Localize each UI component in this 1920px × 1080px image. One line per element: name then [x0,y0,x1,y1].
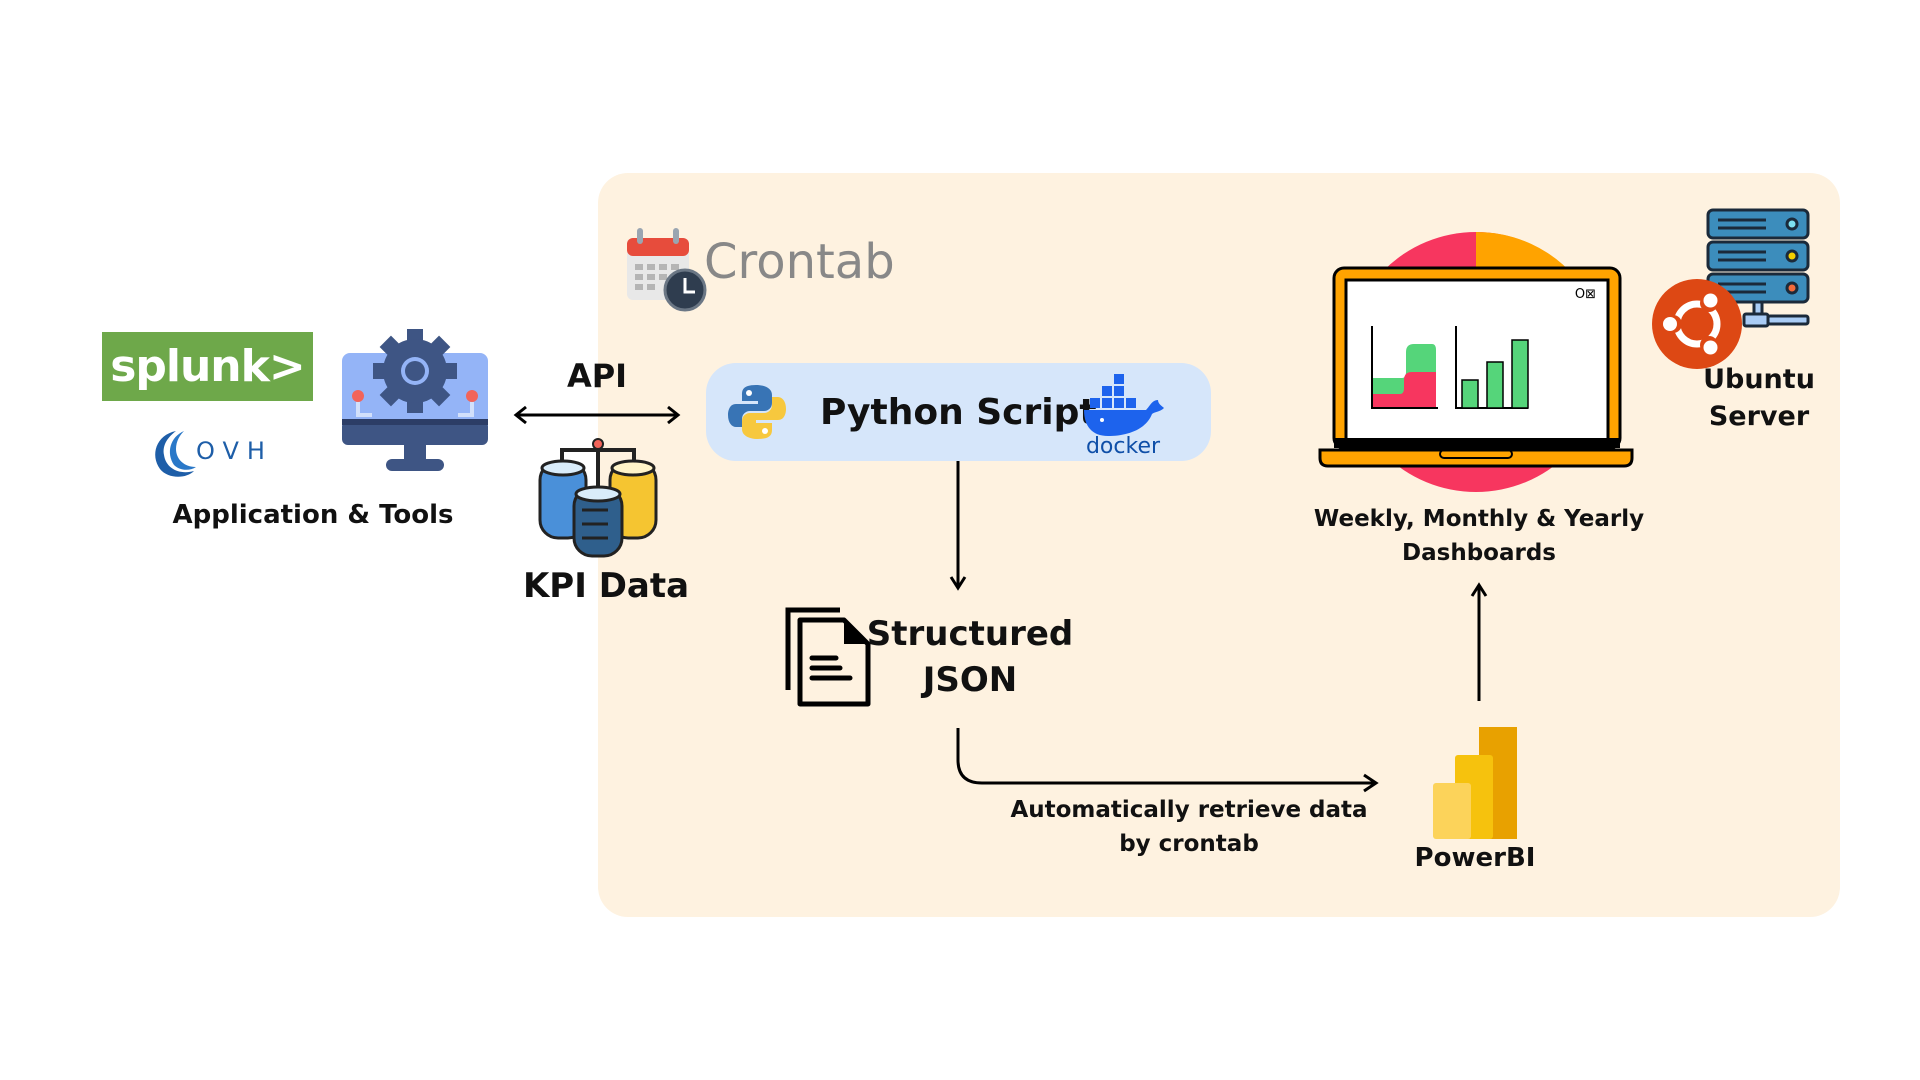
database-cluster-icon [538,438,658,558]
json-to-powerbi-arrow [956,728,1379,793]
python-logo [728,385,786,439]
api-label: API [566,357,628,395]
document-icon [785,607,871,707]
powerbi-to-dashboards-arrow [1470,582,1488,701]
powerbi-label: PowerBI [1414,843,1536,873]
ovh-logo-text: OVH [196,437,273,465]
ovh-logo: OVH [146,425,286,481]
crontab-panel [598,173,1840,917]
laptop-dashboard-icon: O⊠ [1318,231,1634,492]
window-controls: O⊠ [1575,287,1596,302]
dashboards-label-line1: Weekly, Monthly & Yearly [1313,506,1645,532]
ubuntu-label: Ubuntu [1703,364,1815,395]
structured-label: Structured [866,614,1074,654]
splunk-logo-text: splunk> [110,341,306,392]
crontab-label: Crontab [704,234,895,290]
json-label: JSON [922,660,1018,700]
retrieve-label-line1: Automatically retrieve data [1010,797,1368,823]
docker-logo: docker [1084,374,1164,459]
powerbi-logo [1433,727,1517,839]
python-to-json-arrow [949,461,967,591]
api-double-arrow [513,405,681,425]
docker-text: docker [1086,434,1161,459]
settings-monitor-icon [342,329,488,471]
ubuntu-logo [1652,279,1742,369]
server-label: Server [1708,401,1810,432]
ovh-swirl-icon [155,431,196,477]
python-script-label: Python Script [820,392,1097,433]
kpi-data-label: KPI Data [522,566,690,606]
retrieve-label-line2: by crontab [1119,831,1259,857]
splunk-logo: splunk> [102,332,313,401]
application-tools-label: Application & Tools [172,500,454,530]
dashboards-label-line2: Dashboards [1402,540,1556,566]
calendar-clock-icon [627,228,707,312]
